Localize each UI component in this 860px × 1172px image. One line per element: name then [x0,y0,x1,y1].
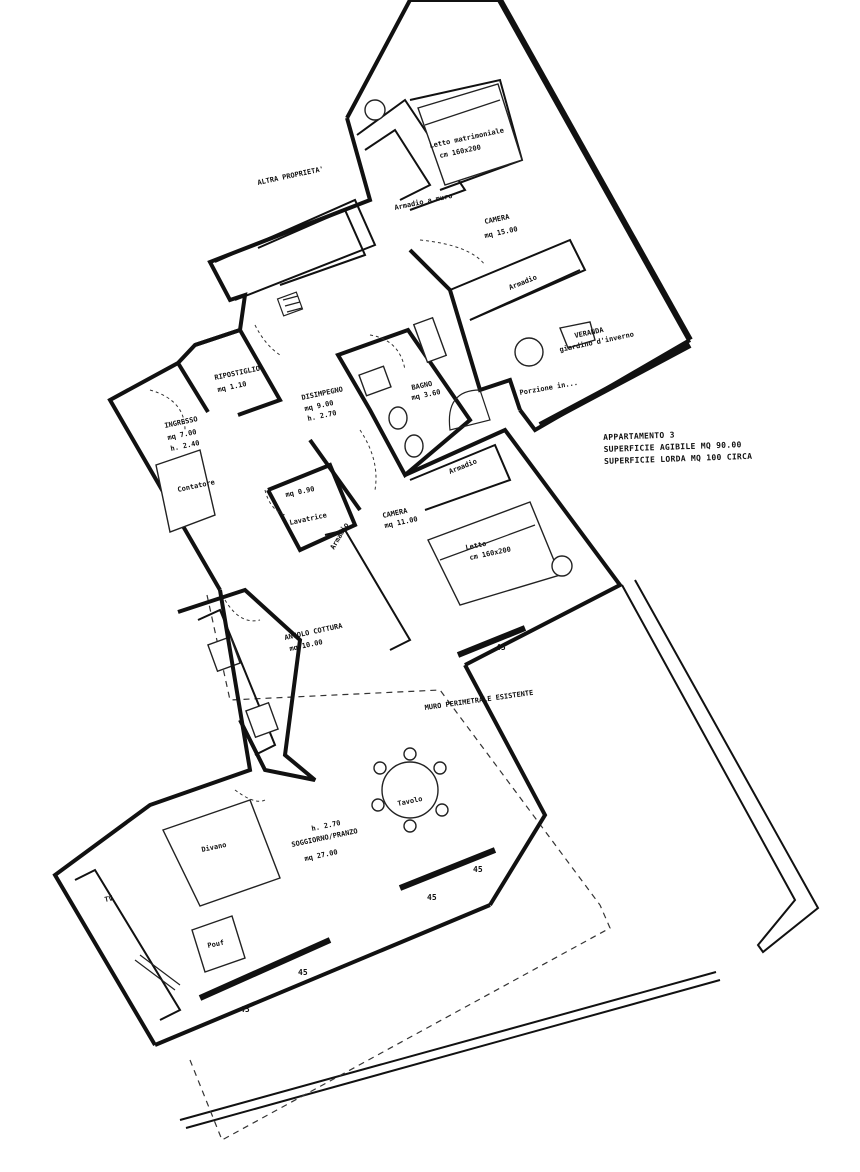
stair-hatch [276,291,304,317]
window-mark-3: 45 [427,893,437,902]
label-armadio-1: Armadio a muro [394,192,453,212]
hall-walls [176,327,412,651]
label-soggiorno: SOGGIORNO/PRANZO [291,827,359,849]
label-armadio-4: Armadio [448,457,478,475]
bedroom-wing-walls [107,0,693,592]
label-camera-1: CAMERA [484,213,511,226]
garden-boundary [179,579,820,1141]
window-mark-1: 45 [240,1005,250,1014]
bathroom [335,316,491,479]
window-mark-2: 45 [298,968,308,977]
window-markers: 45 45 45 45 45 [240,643,506,1014]
label-ripostiglio-area: mq 1.10 [217,380,248,394]
label-altra-proprieta: ALTRA PROPRIETA' [257,165,325,187]
label-angolo-cottura-area: mq 10.00 [289,638,324,653]
label-armadio-2: Armadio [508,273,538,291]
label-wc-area: mq 0.90 [285,485,316,499]
veranda-furniture [364,99,596,367]
label-soggiorno-area: mq 27.00 [304,848,339,863]
label-tv: TV [104,894,115,904]
apartment-info: APPARTAMENTO 3 SUPERFICIE AGIBILE MQ 90.… [603,427,753,468]
second-bedroom-walls [404,427,624,667]
dining-table [371,747,449,833]
living-wing-walls [52,589,548,1047]
label-camera-1-area: mq 15.00 [484,225,519,240]
window-mark-5: 45 [496,643,506,652]
window-mark-4: 45 [473,865,483,874]
door-swings [149,239,486,802]
meter-cabinet [155,449,216,533]
master-bed [417,83,523,186]
label-pouf: Pouf [207,939,225,950]
label-ripostiglio: RIPOSTIGLIO [214,364,261,381]
label-disimpegno: DISIMPEGNO [301,385,344,402]
label-lavatrice: Lavatrice [289,511,328,527]
label-predisposizione: Porzione in... [519,379,579,397]
